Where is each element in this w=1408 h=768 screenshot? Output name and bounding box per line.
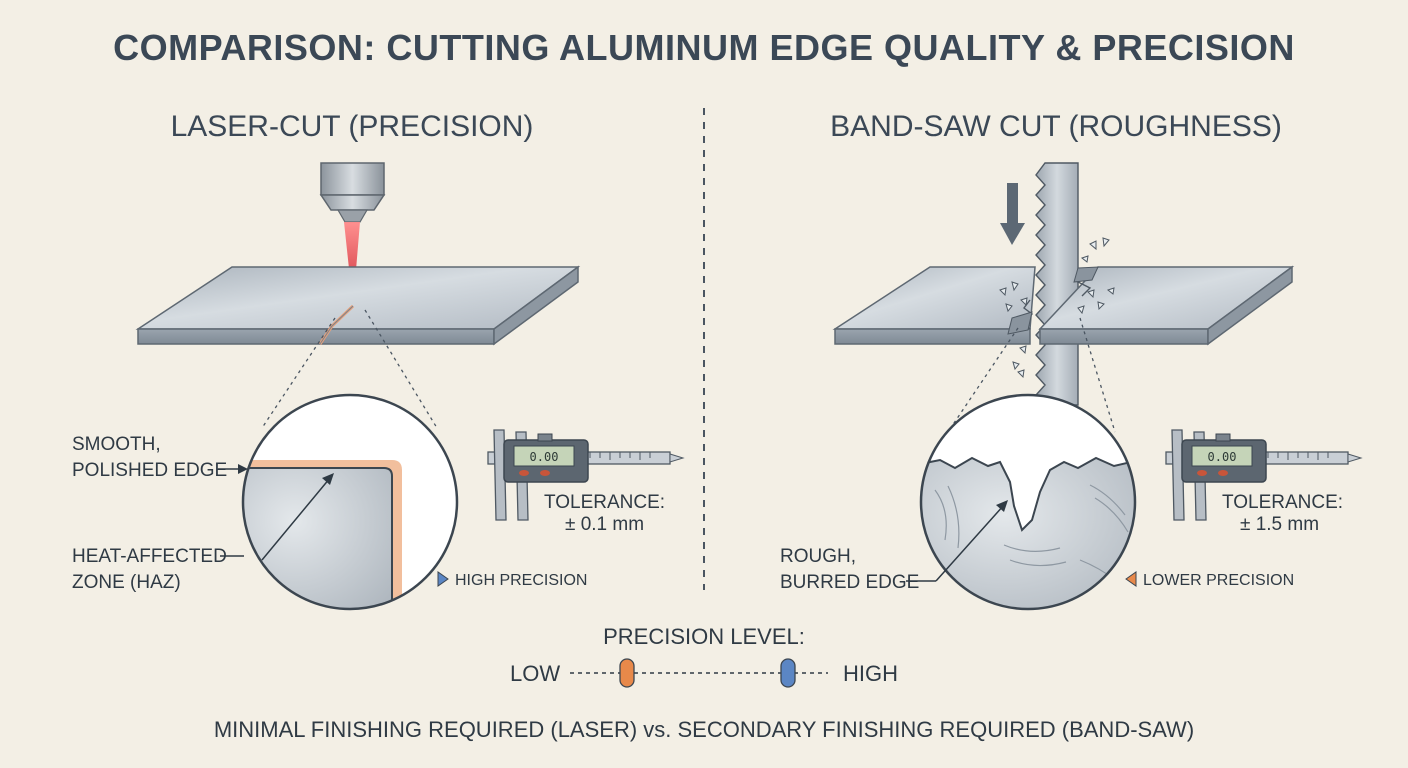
precision-high-label: HIGH xyxy=(843,661,898,686)
precision-scale-title: PRECISION LEVEL: xyxy=(603,624,805,649)
haz-label-line2: ZONE (HAZ) xyxy=(72,572,181,593)
laser-edge-label-line2: POLISHED EDGE xyxy=(72,460,227,481)
bandsaw-heading: BAND-SAW CUT (ROUGHNESS) xyxy=(830,110,1282,143)
laser-edge-label-line1: SMOOTH, xyxy=(72,434,161,455)
bandsaw-edge-label-line2: BURRED EDGE xyxy=(780,572,919,593)
bandsaw-edge-label-line1: ROUGH, xyxy=(780,546,856,567)
lower-precision-marker xyxy=(1125,571,1137,587)
cut-direction-arrow-icon xyxy=(1000,183,1025,245)
bandsaw-aluminum-plate xyxy=(832,265,1295,346)
bandsaw-blade xyxy=(1035,162,1079,406)
laser-nozzle xyxy=(319,162,386,223)
high-precision-marker xyxy=(437,571,449,587)
laser-tolerance-value: ± 0.1 mm xyxy=(565,514,644,535)
laser-heading: LASER-CUT (PRECISION) xyxy=(171,110,534,143)
bandsaw-precision-tag: LOWER PRECISION xyxy=(1143,572,1294,589)
laser-tolerance-label: TOLERANCE: xyxy=(544,492,665,513)
laser-caliper-reading: 0.00 xyxy=(530,450,559,464)
bandsaw-caliper-reading: 0.00 xyxy=(1208,450,1237,464)
laser-precision-tag: HIGH PRECISION xyxy=(455,572,587,589)
bandsaw-section: BAND-SAW CUT (ROUGHNESS) xyxy=(780,110,1363,611)
precision-scale: PRECISION LEVEL: LOW HIGH xyxy=(510,624,898,688)
bandsaw-caliper: 0.00 xyxy=(1165,429,1363,521)
bandsaw-magnified-edge xyxy=(919,393,1137,611)
laser-aluminum-plate xyxy=(135,265,581,346)
laser-beam xyxy=(344,222,360,306)
bandsaw-tolerance-value: ± 1.5 mm xyxy=(1240,514,1319,535)
high-precision-scale-marker xyxy=(780,658,796,688)
laser-magnified-edge xyxy=(241,393,459,611)
laser-section: LASER-CUT (PRECISION) xyxy=(72,110,685,611)
low-precision-marker xyxy=(619,658,635,688)
precision-low-label: LOW xyxy=(510,661,560,686)
main-title: COMPARISON: CUTTING ALUMINUM EDGE QUALIT… xyxy=(113,27,1295,68)
laser-caliper: 0.00 xyxy=(487,429,685,521)
footer-note: MINIMAL FINISHING REQUIRED (LASER) vs. S… xyxy=(214,717,1194,742)
metal-chips xyxy=(999,237,1115,379)
bandsaw-tolerance-label: TOLERANCE: xyxy=(1222,492,1343,513)
haz-label-line1: HEAT-AFFECTED xyxy=(72,546,227,567)
